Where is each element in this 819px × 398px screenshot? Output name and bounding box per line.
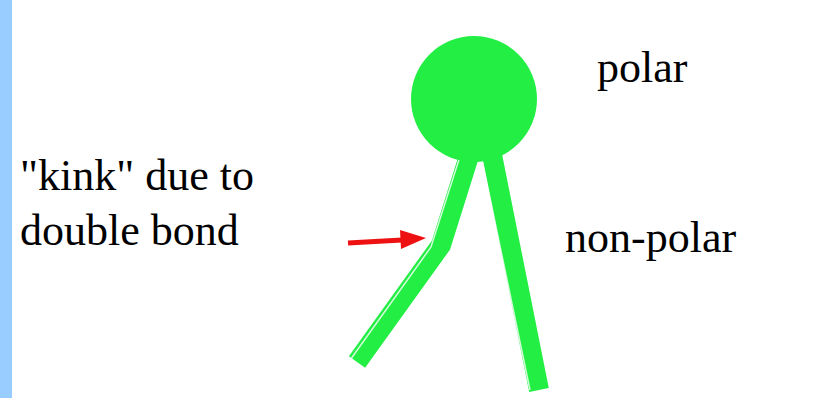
arrow-head [400,230,426,249]
tail-highlight [480,150,530,390]
kink-arrow [348,230,426,249]
side-bar [0,0,12,398]
kinked-tail [357,140,474,362]
text-label: "kink" due to double bond [20,148,340,258]
text-label: polar [597,40,797,95]
lipid-tails [348,140,539,390]
straight-tail [489,140,539,390]
text-label: non-polar [565,210,810,265]
polar-head [411,36,537,162]
arrow-shaft [348,240,402,243]
tail-highlight [348,144,464,363]
